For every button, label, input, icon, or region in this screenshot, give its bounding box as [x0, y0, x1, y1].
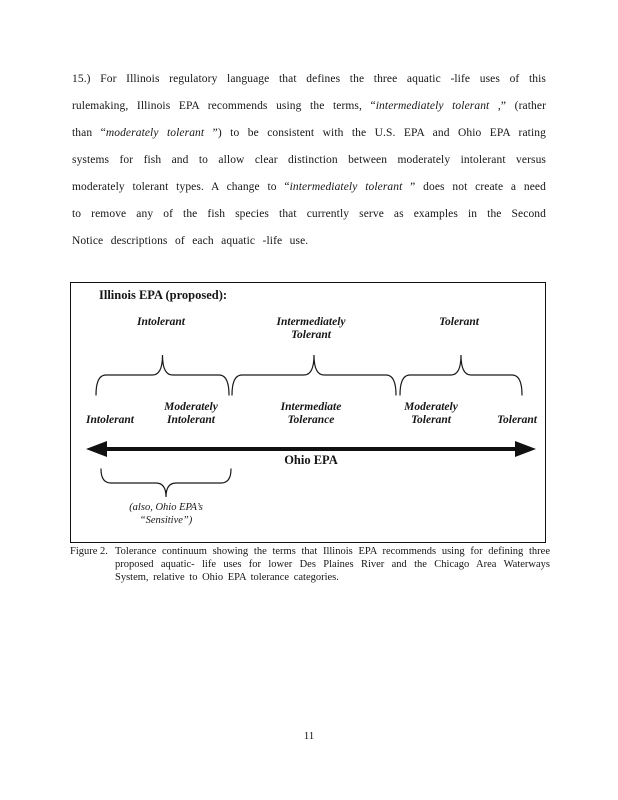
- arrowhead-left: [86, 441, 107, 457]
- text-segment: ” does not create a need to remove any o…: [72, 181, 546, 247]
- axis-label-intermediate-line1: Intermediate: [280, 401, 342, 413]
- page-number: 11: [303, 730, 315, 742]
- axis-label-moderately-tolerant-line1: Moderately: [404, 401, 458, 413]
- paragraph-15: 15.) For Illinois regulatory language th…: [72, 66, 546, 255]
- sensitive-note: (also, Ohio EPA’s “Sensitive”): [106, 502, 226, 527]
- text-segment: ,” (rather than “: [72, 100, 546, 139]
- axis-label-moderately-intolerant: Moderately Intolerant: [141, 401, 241, 427]
- overbrace-intermediately-tolerant: [231, 354, 397, 396]
- text-segment-italic: intermediately tolerant: [289, 181, 403, 193]
- arrowhead-right: [515, 441, 536, 457]
- axis-label-intermediate-line2: Tolerance: [287, 414, 335, 426]
- sensitive-note-line2: “Sensitive”): [139, 514, 193, 526]
- axis-label-tolerant: Tolerant: [497, 414, 537, 426]
- illinois-epa-title: Illinois EPA (proposed):: [99, 288, 228, 302]
- axis-label-moderately-intolerant-line2: Intolerant: [167, 414, 215, 426]
- axis-label-moderately-intolerant-line1: Moderately: [164, 401, 218, 413]
- overbrace-intolerant: [95, 354, 230, 396]
- ohio-epa-label: Ohio EPA: [284, 453, 338, 467]
- text-segment: 15.) For Illinois regulatory language th…: [72, 73, 546, 112]
- axis-label-intolerant: Intolerant: [86, 414, 134, 426]
- axis-label-intermediate-tolerance: Intermediate Tolerance: [251, 401, 371, 427]
- tolerance-continuum-graphic: [86, 354, 536, 498]
- top-label-intolerant: Intolerant: [137, 316, 185, 328]
- top-label-intermediately-line2: Tolerant: [291, 329, 331, 341]
- axis-label-moderately-tolerant: Moderately Tolerant: [381, 401, 481, 427]
- top-label-intermediately-tolerant: Intermediately Tolerant: [251, 316, 371, 342]
- figure-caption-text: Tolerance continuum showing the terms th…: [115, 546, 550, 583]
- text-segment-italic: intermediately tolerant: [375, 100, 490, 112]
- underbrace-sensitive: [100, 468, 232, 498]
- overbrace-tolerant: [399, 354, 523, 396]
- text-segment: ”) to be consistent with the U.S. EPA an…: [72, 127, 546, 193]
- top-label-intermediately-line1: Intermediately: [276, 316, 346, 328]
- axis-label-moderately-tolerant-line2: Tolerant: [411, 414, 451, 426]
- figure-caption-label: Figure 2.: [70, 546, 108, 557]
- top-label-tolerant: Tolerant: [439, 316, 479, 328]
- text-segment-italic: moderately tolerant: [105, 127, 205, 139]
- figure-2-diagram: Illinois EPA (proposed): Intolerant Inte…: [70, 282, 546, 543]
- sensitive-note-line1: (also, Ohio EPA’s: [129, 502, 203, 513]
- figure-caption: Figure 2. Tolerance continuum showing th…: [70, 545, 550, 584]
